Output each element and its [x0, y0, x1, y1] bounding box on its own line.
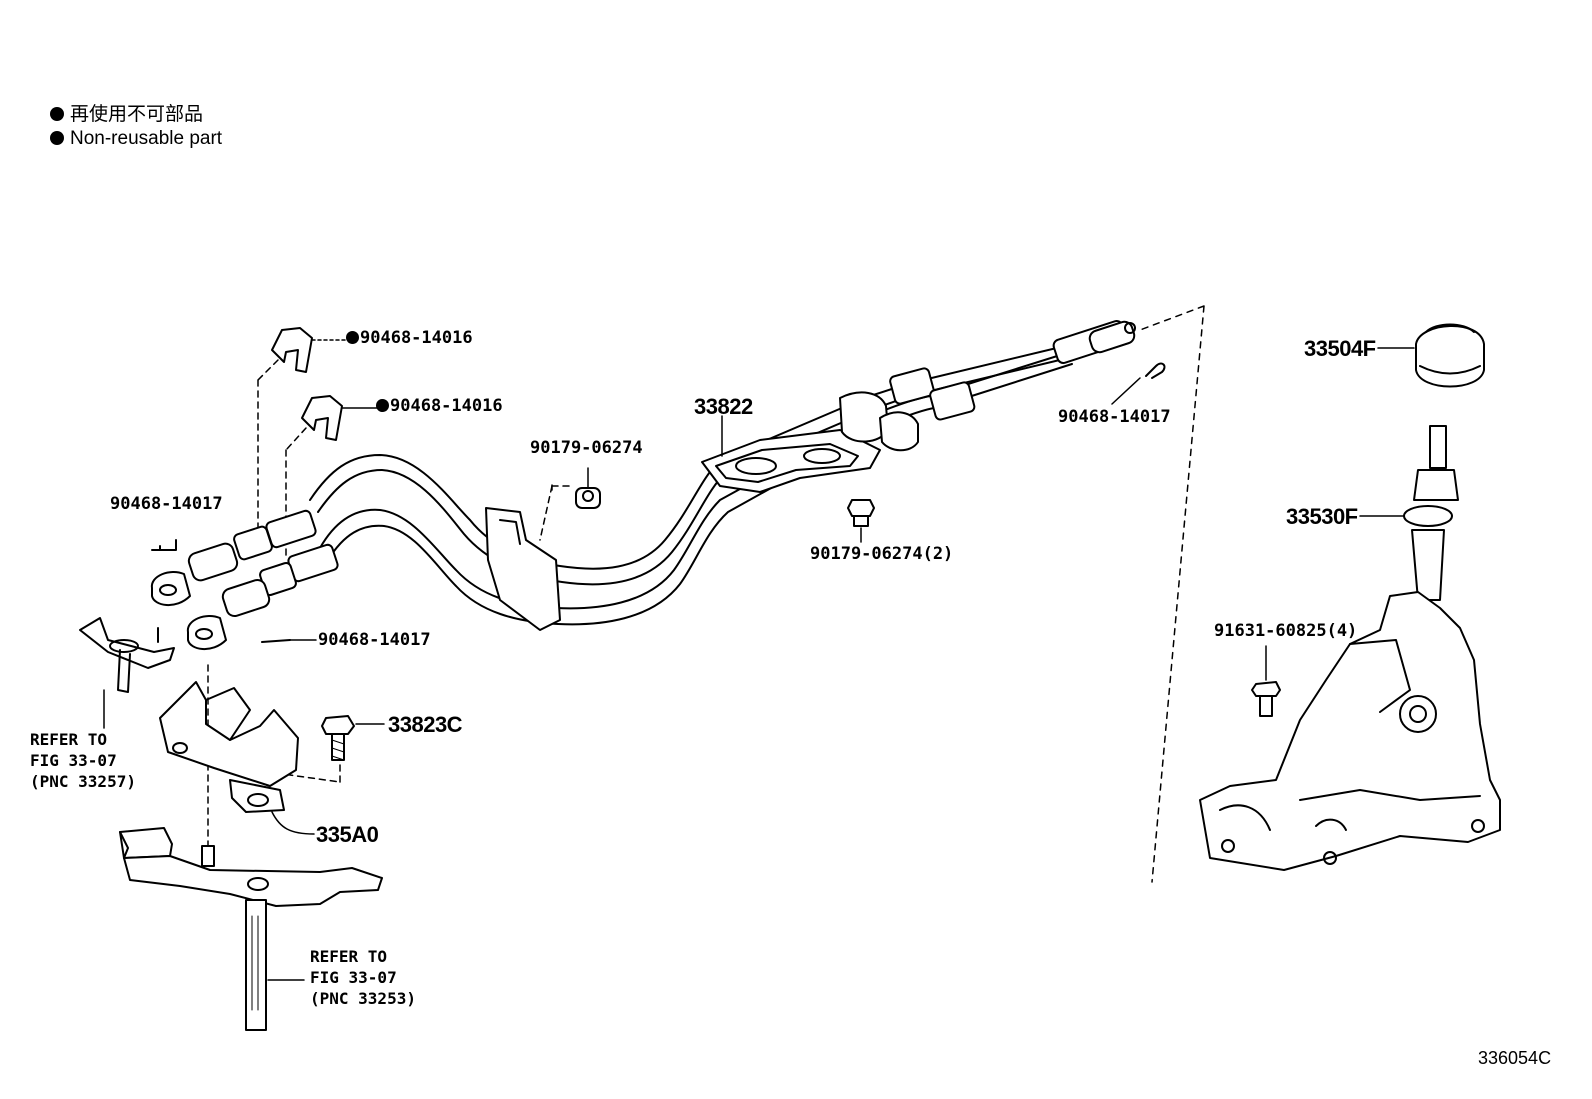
clip-90468-14016-upper [271, 327, 351, 373]
filled-circle-icon [50, 107, 64, 121]
shift-knob-33504F [1377, 323, 1485, 388]
callout-clip-left: 90468-14017 [110, 494, 223, 514]
cable-assembly-33822 [150, 320, 1136, 650]
filled-circle-icon [346, 331, 359, 344]
shift-lever-part-33253 [119, 827, 383, 1031]
shift-lever-part-33257 [79, 617, 175, 729]
callout-bracket: 335A0 [316, 822, 379, 847]
legend-text-en: Non-reusable part [70, 128, 223, 149]
refer-note-33257: REFER TO FIG 33-07 (PNC 33257) [30, 730, 136, 791]
filled-circle-icon [376, 399, 389, 412]
legend-item-en: Non-reusable part [50, 129, 222, 148]
callout-clip-mid: 90468-14017 [318, 630, 431, 650]
callout-clip-lower: 90468-14016 [376, 398, 503, 415]
clip-90468-14016-lower [301, 395, 381, 441]
figure-id: 336054C [1478, 1048, 1552, 1068]
shift-lever-housing [1199, 591, 1501, 871]
grommet-90179-06274 [575, 467, 601, 509]
callout-knob: 33504F [1304, 336, 1376, 361]
callout-bolt: 33823C [388, 712, 463, 737]
shift-lever-33530F [1359, 425, 1459, 601]
callout-nut: 90179-06274(2) [810, 544, 954, 564]
callout-screw: 91631-60825(4) [1214, 621, 1358, 641]
bracket-335A0 [159, 681, 315, 835]
dashed-boundary [1139, 305, 1205, 883]
screw-91631-60825 [1251, 645, 1281, 717]
clip-90468-14017-left [151, 539, 177, 551]
callout-clip-right: 90468-14017 [1058, 407, 1171, 427]
callout-cable: 33822 [694, 394, 753, 419]
legend-item-jp: 再使用不可部品 [50, 105, 203, 124]
callout-clip-upper: 90468-14016 [346, 330, 473, 347]
nut-90179-06274 [847, 499, 875, 543]
clip-90468-14017-right [1111, 362, 1166, 405]
refer-note-33253: REFER TO FIG 33-07 (PNC 33253) [310, 947, 416, 1008]
callout-lever: 33530F [1286, 504, 1358, 529]
clip-90468-14017-mid [261, 639, 317, 643]
filled-circle-icon [50, 131, 64, 145]
legend-text-jp: 再使用不可部品 [70, 104, 204, 125]
bolt-33823C [321, 715, 385, 761]
callout-grommet: 90179-06274 [530, 438, 643, 458]
